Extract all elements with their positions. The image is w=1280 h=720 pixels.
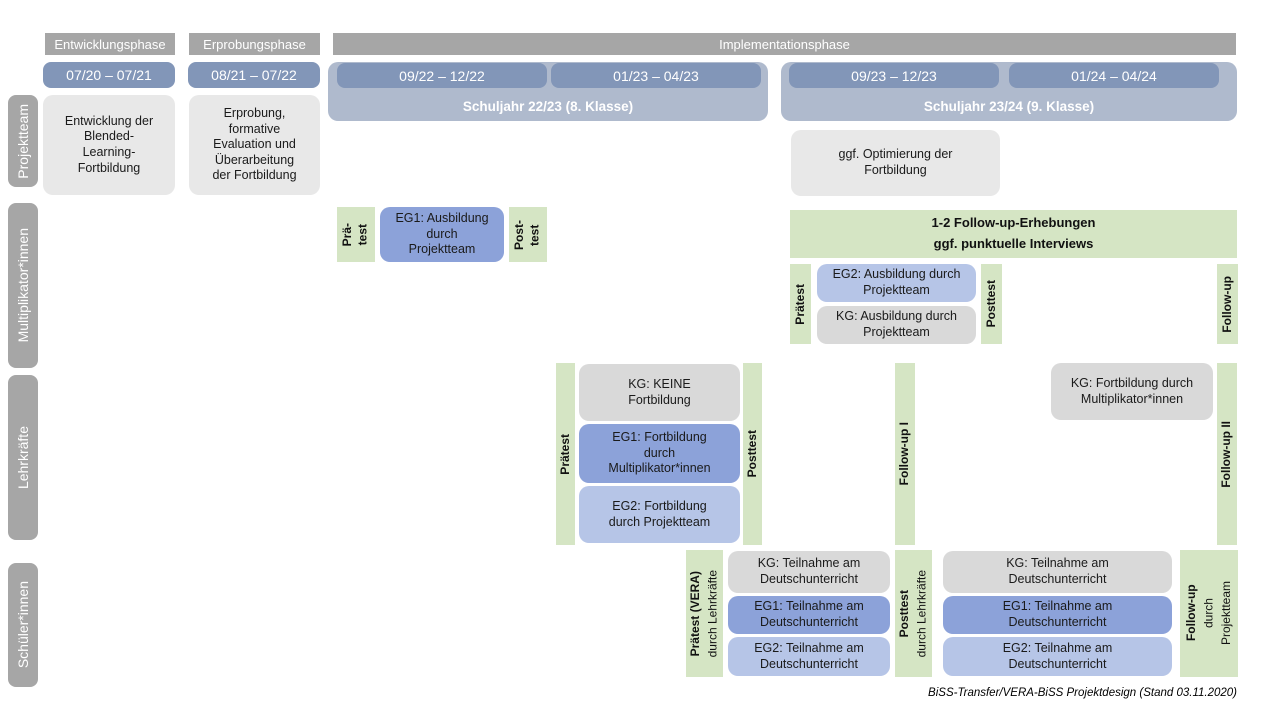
vbar-mult-posttest: Post- test [509, 207, 547, 262]
vbar-mult-followup: Follow-up [1217, 264, 1238, 344]
box-mult-eg1-ausbildung: EG1: Ausbildung durch Projektteam [380, 207, 504, 262]
box-schueler-kg-rechts: KG: Teilnahme am Deutschunterricht [943, 551, 1172, 593]
vbar-lehr-followup-1: Follow-up I [895, 363, 915, 545]
schueler-praetest-title: Prätest (VERA) [688, 570, 703, 657]
footer-caption: BiSS-Transfer/VERA-BiSS Projektdesign (S… [928, 687, 1237, 699]
vbar-mult-praetest-2-text: Prätest [792, 283, 807, 325]
box-mult-eg2-ausbildung: EG2: Ausbildung durch Projektteam [817, 264, 976, 302]
box-schueler-eg1-links: EG1: Teilnahme am Deutschunterricht [728, 596, 890, 634]
row-label-schueler-text: Schüler*innen [14, 581, 31, 669]
row-label-multiplikatoren-text: Multiplikator*innen [14, 228, 31, 343]
phase-header-implementation: Implementationsphase [333, 33, 1236, 55]
row-label-projektteam-text: Projektteam [14, 103, 31, 179]
row-label-schueler: Schüler*innen [8, 563, 38, 687]
vbar-mult-followup-text: Follow-up [1219, 275, 1234, 333]
schueler-posttest-title: Posttest [897, 589, 912, 638]
box-optimierung-fortbildung: ggf. Optimierung der Fortbildung [791, 130, 1000, 196]
row-label-lehrkraefte: Lehrkräfte [8, 375, 38, 540]
period-pill-01-24: 01/24 – 04/24 [1009, 63, 1219, 88]
period-pill-09-22: 09/22 – 12/22 [337, 63, 547, 88]
box-lehr-kg-keine: KG: KEINE Fortbildung [579, 364, 740, 421]
vbar-mult-praetest-text: Prä- test [340, 222, 370, 247]
vbar-mult-posttest-text: Post- test [512, 219, 542, 250]
schueler-followup-sub1: durch [1201, 598, 1216, 629]
period-pill-01-23: 01/23 – 04/23 [551, 63, 761, 88]
banner-followup-erhebungen: 1-2 Follow-up-Erhebungen ggf. punktuelle… [790, 210, 1237, 258]
vbar-lehr-posttest: Posttest [743, 363, 762, 545]
vbar-lehr-followup-2: Follow-up II [1217, 363, 1237, 545]
phase-header-erprobung: Erprobungsphase [189, 33, 320, 55]
schueler-followup-title: Follow-up [1183, 585, 1198, 642]
vbar-lehr-praetest-text: Prätest [557, 433, 572, 475]
vbar-schueler-praetest-text: Prätest (VERA) durch Lehrkräfte [687, 570, 722, 657]
row-label-projektteam: Projektteam [8, 95, 38, 187]
box-mult-kg-ausbildung: KG: Ausbildung durch Projektteam [817, 306, 976, 344]
box-entwicklung-fortbildung: Entwicklung der Blended- Learning- Fortb… [43, 95, 175, 195]
box-schueler-eg2-links: EG2: Teilnahme am Deutschunterricht [728, 637, 890, 676]
vbar-lehr-praetest: Prätest [556, 363, 575, 545]
row-label-lehrkraefte-text: Lehrkräfte [14, 425, 31, 490]
vbar-mult-posttest-2: Posttest [981, 264, 1002, 344]
vbar-schueler-posttest: Posttest durch Lehrkräfte [895, 550, 932, 677]
vbar-lehr-followup-1-text: Follow-up I [897, 422, 912, 486]
schueler-followup-sub2: Projektteam [1218, 581, 1233, 646]
vbar-mult-praetest: Prä- test [337, 207, 375, 262]
row-label-multiplikatoren: Multiplikator*innen [8, 203, 38, 368]
box-erprobung-evaluation: Erprobung, formative Evaluation und Über… [189, 95, 320, 195]
period-pill-07-20: 07/20 – 07/21 [43, 62, 175, 88]
box-schueler-eg2-rechts: EG2: Teilnahme am Deutschunterricht [943, 637, 1172, 676]
vbar-lehr-followup-2-text: Follow-up II [1219, 420, 1234, 488]
vbar-lehr-posttest-text: Posttest [744, 430, 759, 478]
box-lehr-kg-fortbildung: KG: Fortbildung durch Multiplikator*inne… [1051, 363, 1213, 420]
box-schueler-kg-links: KG: Teilnahme am Deutschunterricht [728, 551, 890, 593]
box-lehr-eg2-fortbildung: EG2: Fortbildung durch Projektteam [579, 486, 740, 543]
box-schueler-eg1-rechts: EG1: Teilnahme am Deutschunterricht [943, 596, 1172, 634]
vbar-schueler-followup: Follow-up durch Projektteam [1180, 550, 1238, 677]
period-pill-08-21: 08/21 – 07/22 [188, 62, 320, 88]
schueler-posttest-sub: durch Lehrkräfte [914, 569, 929, 658]
vbar-mult-praetest-2: Prätest [790, 264, 811, 344]
vbar-schueler-followup-text: Follow-up durch Projektteam [1183, 581, 1235, 645]
vbar-schueler-praetest: Prätest (VERA) durch Lehrkräfte [686, 550, 723, 677]
period-pill-09-23: 09/23 – 12/23 [789, 63, 999, 88]
phase-header-entwicklung: Entwicklungsphase [45, 33, 175, 55]
vbar-mult-posttest-2-text: Posttest [983, 280, 998, 328]
school-year-label-23-24: Schuljahr 23/24 (9. Klasse) [923, 99, 1095, 114]
school-year-label-22-23: Schuljahr 22/23 (8. Klasse) [462, 99, 634, 114]
vbar-schueler-posttest-text: Posttest durch Lehrkräfte [896, 570, 931, 657]
schueler-praetest-sub: durch Lehrkräfte [705, 569, 720, 658]
box-lehr-eg1-fortbildung: EG1: Fortbildung durch Multiplikator*inn… [579, 424, 740, 483]
